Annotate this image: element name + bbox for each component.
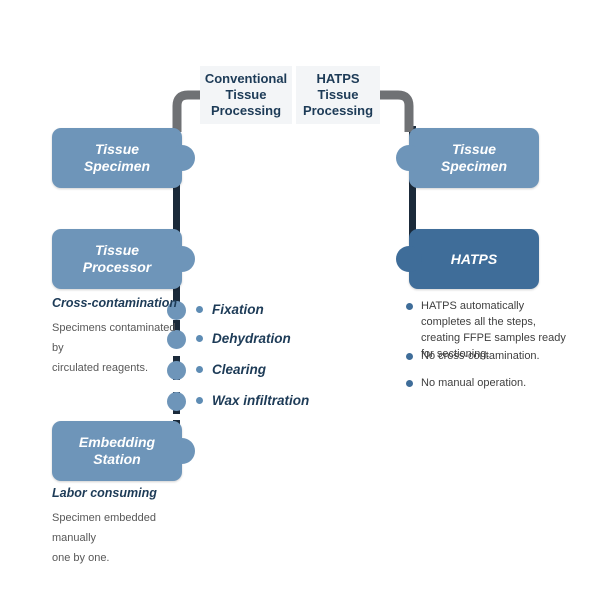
box-embedding-station[interactable]: Embedding Station [52,421,195,481]
box-tissue-specimen-left-line2: Specimen [83,158,151,174]
column-header-hatps-line3: Processing [302,103,374,118]
puzzle-knob-icon [396,246,422,272]
column-header-conventional: Conventional Tissue Processing [200,66,292,124]
bullet-dot-icon [406,303,413,310]
bullet-dot-icon [196,306,203,313]
column-header-hatps-line2: Tissue [317,87,359,102]
puzzle-knob-icon [169,438,195,464]
bullet-dot-icon [196,335,203,342]
step-node-fixation [167,301,186,320]
box-embedding-station-line2: Station [93,451,141,467]
feature-auto-completion: HATPS automatically completes all the st… [406,298,571,362]
step-wax-infiltration-label: Wax infiltration [212,393,310,408]
box-tissue-specimen-right-line1: Tissue [451,141,497,157]
step-dehydration-label: Dehydration [212,331,291,346]
annotation-cross-contamination-line2: circulated reagents. [52,362,148,374]
step-dehydration[interactable]: Dehydration [196,331,291,346]
puzzle-knob-icon [169,246,195,272]
step-fixation-label: Fixation [212,302,264,317]
box-embedding-station-line1: Embedding [78,434,156,450]
feature-auto-completion-line1: HATPS automatically completes [421,300,525,328]
annotation-labor-consuming-title: Labor consuming [52,486,157,500]
step-node-dehydration [167,330,186,349]
puzzle-knob-icon [396,145,422,171]
connector-pipe-right [372,88,418,132]
box-hatps-line1: HATPS [450,250,498,267]
step-node-clearing [167,361,186,380]
feature-no-cross-contamination: No cross-contamination. [406,348,571,364]
box-tissue-specimen-right-line2: Specimen [440,158,508,174]
annotation-cross-contamination-title: Cross-contamination [52,296,178,310]
box-tissue-processor[interactable]: Tissue Processor [52,229,195,289]
step-fixation[interactable]: Fixation [196,302,264,317]
annotation-labor-consuming: Labor consuming Specimen embedded manual… [52,486,192,568]
rail-left-segment-2 [173,170,180,248]
box-tissue-processor-line2: Processor [82,259,152,275]
box-tissue-specimen-right[interactable]: Tissue Specimen [396,128,539,188]
puzzle-knob-icon [169,145,195,171]
column-header-conventional-line2: Tissue [225,87,267,102]
column-header-conventional-line3: Processing [210,103,282,118]
rail-right-segment-2 [409,170,416,248]
bullet-dot-icon [196,366,203,373]
feature-auto-completion-line2: all the steps, creating FFPE [421,316,536,344]
annotation-labor-consuming-line1: Specimen embedded manually [52,512,156,544]
step-node-wax-infiltration [167,392,186,411]
box-hatps[interactable]: HATPS [396,229,539,289]
bullet-dot-icon [406,353,413,360]
bullet-dot-icon [196,397,203,404]
feature-no-cross-contamination-line1: No cross-contamination. [421,350,540,362]
bullet-dot-icon [406,380,413,387]
feature-no-manual-operation: No manual operation. [406,375,571,391]
box-tissue-processor-line1: Tissue [94,242,140,258]
box-tissue-specimen-left-line1: Tissue [94,141,140,157]
step-clearing-label: Clearing [212,362,267,377]
annotation-labor-consuming-line2: one by one. [52,552,110,564]
step-clearing[interactable]: Clearing [196,362,266,377]
column-header-conventional-line1: Conventional [204,71,288,86]
connector-pipe-left [168,88,214,132]
column-header-hatps: HATPS Tissue Processing [296,66,380,124]
step-wax-infiltration[interactable]: Wax infiltration [196,393,309,408]
feature-auto-completion-line3: samples ready for sectioning. [421,332,566,360]
column-header-hatps-line1: HATPS [316,71,360,86]
annotation-cross-contamination-line1: Specimens contaminated by [52,322,176,354]
annotation-cross-contamination: Cross-contamination Specimens contaminat… [52,296,187,378]
feature-no-manual-operation-line1: No manual operation. [421,377,527,389]
box-tissue-specimen-left[interactable]: Tissue Specimen [52,128,195,188]
rail-left-segment-3 [173,272,180,308]
